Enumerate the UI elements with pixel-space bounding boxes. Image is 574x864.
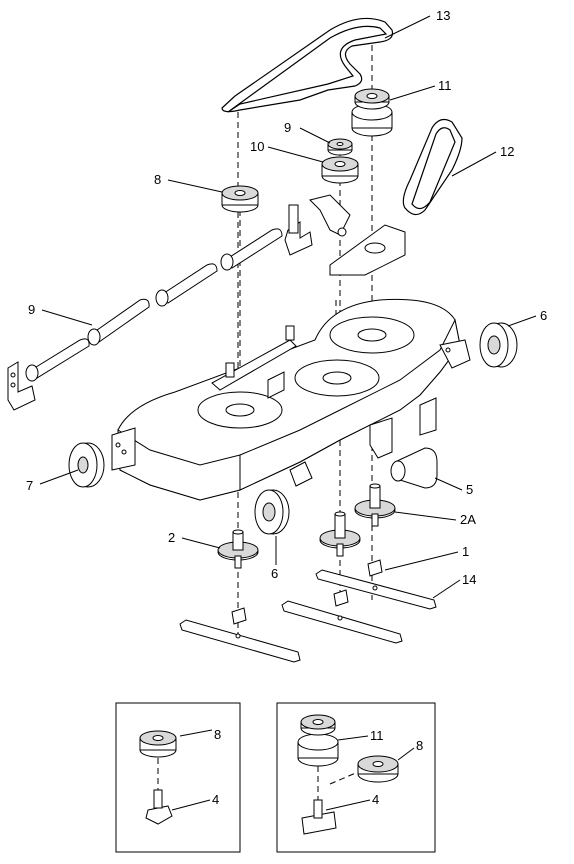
blade-middle: [281, 589, 403, 644]
callout-2A: 2A: [460, 512, 476, 527]
callout-labels: 13 11 9 10 12 8 9 6 7 5 2 2A 6 1 14: [26, 8, 547, 587]
callout-6-lower: 6: [271, 566, 278, 581]
callout-9-pulley: 9: [284, 120, 291, 135]
leader-lines: [39, 15, 537, 599]
callout-11: 11: [438, 78, 452, 93]
idler-bracket: [309, 194, 406, 276]
spindle-2A-right: [354, 483, 396, 527]
spindle-2: [217, 529, 259, 569]
callout-9-roller: 9: [28, 302, 35, 317]
inset-box-single-pulley: 8 4: [115, 702, 241, 853]
callout-7: 7: [26, 478, 33, 493]
callout-6-right: 6: [540, 308, 547, 323]
callout-5: 5: [466, 482, 473, 497]
inset1-callout-8: 8: [214, 727, 221, 742]
pulley-8: [221, 185, 259, 213]
inset-box-double-pulley: 11 8 4: [276, 702, 436, 853]
callout-14: 14: [462, 572, 476, 587]
callout-2: 2: [168, 530, 175, 545]
roller-bracket: [7, 361, 36, 411]
gauge-wheel-6-lower: [254, 489, 290, 535]
secondary-belt: [402, 118, 463, 216]
pulley-9-small: [327, 138, 353, 156]
inset1-callout-4: 4: [212, 792, 219, 807]
inset2-callout-4: 4: [372, 792, 379, 807]
callout-1: 1: [462, 544, 469, 559]
pulley-11: [351, 88, 393, 137]
callout-10: 10: [250, 139, 264, 154]
callout-8: 8: [154, 172, 161, 187]
spindle-2A-middle: [319, 511, 361, 557]
mounting-bracket-small: [284, 204, 313, 256]
gauge-wheel-7: [68, 442, 105, 488]
roller-5: [390, 447, 438, 489]
callout-13: 13: [436, 8, 450, 23]
anti-scalp-rollers: [25, 228, 283, 382]
inset2-callout-11: 11: [370, 728, 384, 743]
mower-deck: [111, 298, 471, 501]
callout-12: 12: [500, 144, 514, 159]
blade-left: [179, 607, 301, 663]
main-deck-belt: [221, 17, 394, 113]
blade-right: [315, 559, 437, 610]
pulley-10: [321, 156, 359, 184]
gauge-wheel-6-right: [479, 322, 518, 368]
inset2-callout-8: 8: [416, 738, 423, 753]
